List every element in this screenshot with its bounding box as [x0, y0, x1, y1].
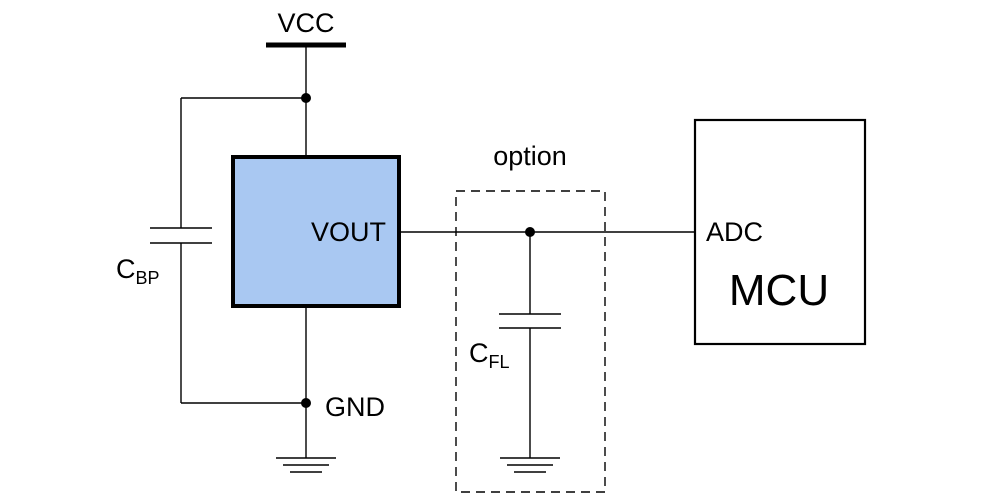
sensor-box [231, 155, 401, 308]
option-label: option [493, 141, 567, 171]
ground-icon [276, 457, 336, 473]
gnd-label: GND [325, 392, 385, 422]
cfl-label: CFL [469, 338, 510, 372]
mcu-label: MCU [729, 266, 829, 315]
gnd-junction-dot [301, 398, 311, 408]
mcu-box [693, 118, 867, 346]
cbp-label: CBP [116, 254, 160, 288]
cfl-label-main: C [469, 338, 489, 368]
cbp-label-sub: BP [136, 268, 160, 288]
cbp-label-main: C [116, 254, 136, 284]
vout-label: VOUT [311, 217, 386, 247]
ground-icon [500, 457, 560, 473]
vcc-label: VCC [277, 8, 334, 38]
cfl-label-sub: FL [489, 352, 510, 372]
adc-label: ADC [706, 217, 763, 247]
